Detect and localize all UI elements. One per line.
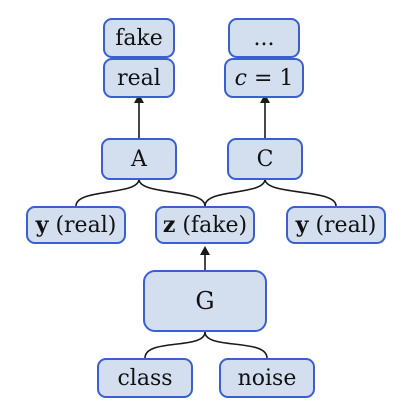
edge-class-to-g [144,331,206,359]
node-c-var: c [234,65,247,91]
node-dots-label: ... [253,25,275,51]
node-c-equals-1: c = 1 [224,58,304,98]
node-a: A [101,138,177,180]
node-real: real [103,58,175,98]
arrowhead-c-out [260,94,270,103]
node-z-fake: z (fake) [155,206,255,244]
node-c-label: C [256,146,274,172]
node-dots: ... [228,18,300,58]
node-noise-label: noise [237,365,297,391]
edge-c-to-z [204,178,266,207]
node-y-left-rest: (real) [48,212,117,238]
node-fake-label: fake [115,25,163,51]
node-y-real-right: y (real) [286,206,386,244]
node-y-real-left: y (real) [26,206,126,244]
node-class-label: class [117,365,173,391]
node-class: class [97,358,193,398]
arrowhead-z [200,246,210,255]
edge-a-to-z [138,178,206,207]
node-g: G [143,270,267,332]
node-c-op: = [246,65,280,91]
node-c-val: 1 [279,65,294,91]
node-a-label: A [131,146,147,172]
node-z-rest: (fake) [175,212,248,238]
node-y-left-symbol: y [35,212,49,238]
node-z-symbol: z [162,212,176,238]
node-noise: noise [219,358,315,398]
arrowhead-real [134,94,144,103]
node-y-right-symbol: y [295,212,309,238]
node-real-label: real [117,65,161,91]
node-fake: fake [103,18,175,58]
edge-noise-to-g [204,331,268,359]
node-g-label: G [195,287,215,315]
node-y-right-rest: (real) [308,212,377,238]
node-c: C [227,138,303,180]
edge-a-to-y-left [75,178,140,207]
edge-c-to-y-right [264,178,337,207]
